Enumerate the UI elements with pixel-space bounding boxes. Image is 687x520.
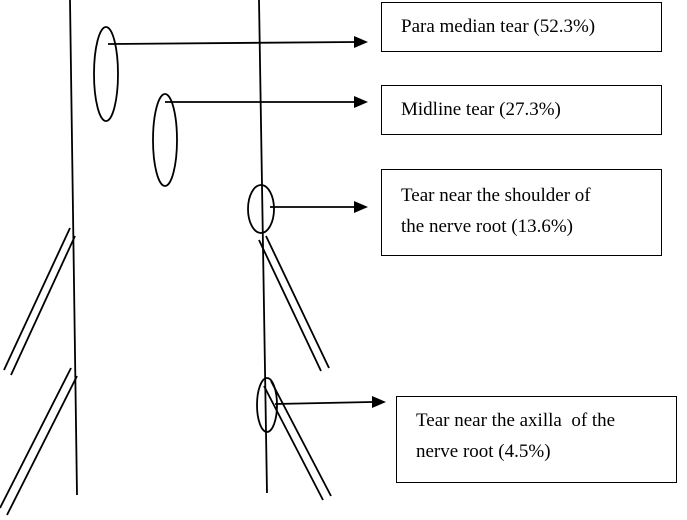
paramedian-tear-text: Para median tear (52.3%) [401, 16, 596, 37]
left-lower-nerve-root [0, 367, 78, 516]
shoulder-tear-text-line1: Tear near the shoulder of [401, 185, 591, 206]
axilla-arrow-line [274, 401, 373, 405]
axilla-tear-ellipse [256, 377, 278, 433]
axilla-tear-label: Tear near the axilla of the nerve root (… [396, 396, 677, 483]
midline-tear-ellipse [152, 93, 178, 187]
paramedian-arrow-head [354, 36, 368, 48]
left-dura-line [69, 0, 78, 496]
shoulder-arrow-head [354, 201, 368, 213]
axilla-arrow-head [372, 396, 386, 408]
midline-tear-text: Midline tear (27.3%) [401, 99, 561, 120]
shoulder-tear-label: Tear near the shoulder of the nerve root… [381, 169, 662, 256]
paramedian-tear-ellipse [93, 26, 119, 122]
left-upper-nerve-root [3, 227, 76, 376]
shoulder-tear-text-line2: the nerve root (13.6%) [401, 216, 573, 237]
midline-arrow-head [354, 96, 368, 108]
right-lower-nerve-root [263, 380, 332, 501]
midline-tear-label: Midline tear (27.3%) [381, 85, 662, 135]
right-upper-nerve-root [258, 235, 330, 372]
shoulder-tear-ellipse [247, 184, 275, 234]
paramedian-tear-label: Para median tear (52.3%) [381, 2, 662, 52]
axilla-tear-text-line2: nerve root (4.5%) [416, 441, 551, 462]
paramedian-arrow-line [107, 41, 357, 45]
axilla-tear-text-line1: Tear near the axilla of the [416, 410, 616, 431]
